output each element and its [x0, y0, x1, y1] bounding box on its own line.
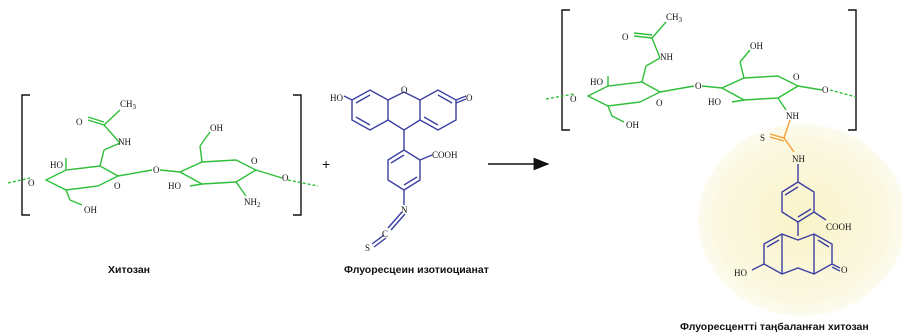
- ring-o-2: O: [251, 156, 258, 166]
- product-nh-top: NH: [660, 52, 674, 62]
- thiourea-linker-bonds: [769, 119, 795, 153]
- product-caption: Флуоресцентті таңбаланған хитозан: [680, 321, 869, 333]
- fitc-caption: Флуоресцеин изотиоцианат: [344, 264, 489, 276]
- fitc-structure: HO O O COOH N C S: [330, 85, 473, 253]
- product-ho-xanthene: HO: [734, 268, 747, 278]
- ho-label-1: HO: [50, 160, 63, 170]
- chitosan-bonds: [7, 109, 319, 206]
- product-cooh-label: COOH: [826, 222, 852, 232]
- product-ring-o-1: O: [656, 98, 663, 108]
- product-left-bracket: [561, 9, 570, 131]
- nh2-label: NH2: [244, 197, 261, 209]
- product-ring-o-2: O: [793, 72, 800, 82]
- product-end-o-right: O: [822, 85, 829, 95]
- fitc-cooh-label: COOH: [432, 150, 458, 160]
- product-nh-link: NH: [786, 111, 799, 121]
- end-o-left: O: [28, 178, 35, 188]
- fitc-ketone-o: O: [466, 93, 473, 103]
- product-right-bracket: [848, 9, 857, 131]
- left-bracket: [21, 94, 30, 216]
- ch3-label: CH3: [120, 99, 137, 111]
- product-ketone-o: O: [841, 265, 848, 275]
- nh-label: NH: [118, 137, 132, 147]
- chitosan-structure: CH3 O NH HO O O OH O OH HO O NH2 O: [7, 94, 319, 216]
- product-ch3-label: CH3: [666, 12, 683, 24]
- product-fluorophore-bonds: [751, 164, 841, 275]
- fitc-bridge-o: O: [401, 85, 408, 95]
- plus-sign: +: [322, 156, 330, 172]
- right-bracket: [293, 94, 302, 216]
- product-chitosan-bonds: [545, 21, 857, 123]
- oh-top-label: OH: [210, 123, 223, 133]
- carbonyl-o-label: O: [76, 117, 83, 127]
- product-link-o: O: [695, 81, 702, 91]
- product-structure: CH3 O NH HO O O OH O OH HO O O NH S NH C…: [545, 9, 902, 316]
- product-carbonyl-o: O: [622, 32, 629, 42]
- chitosan-caption: Хитозан: [108, 264, 150, 276]
- fitc-n-label: N: [401, 205, 408, 215]
- product-ho-2: HO: [708, 97, 721, 107]
- product-end-o-left: O: [570, 94, 577, 104]
- product-ho-1: HO: [590, 77, 603, 87]
- chitosan-atom-labels: CH3 O NH HO O O OH O OH HO O NH2 O: [28, 99, 289, 215]
- fitc-c-label: C: [382, 229, 388, 239]
- oh-bottom-label: OH: [84, 205, 97, 215]
- fitc-ho-label: HO: [330, 93, 343, 103]
- end-o-right: O: [282, 173, 289, 183]
- ho-label-2: HO: [168, 181, 181, 191]
- product-oh-bottom: OH: [626, 120, 639, 130]
- product-atom-labels: CH3 O NH HO O O OH O OH HO O O NH S NH C…: [570, 12, 852, 278]
- product-nh-thio: NH: [792, 154, 805, 164]
- fitc-bonds: [343, 89, 467, 248]
- fitc-atom-labels: HO O O COOH N C S: [330, 85, 473, 253]
- fitc-s-label: S: [365, 243, 370, 253]
- product-oh-top: OH: [750, 41, 763, 51]
- ring-o-1: O: [114, 181, 121, 191]
- link-o-label: O: [153, 165, 160, 175]
- product-s-label: S: [760, 133, 765, 143]
